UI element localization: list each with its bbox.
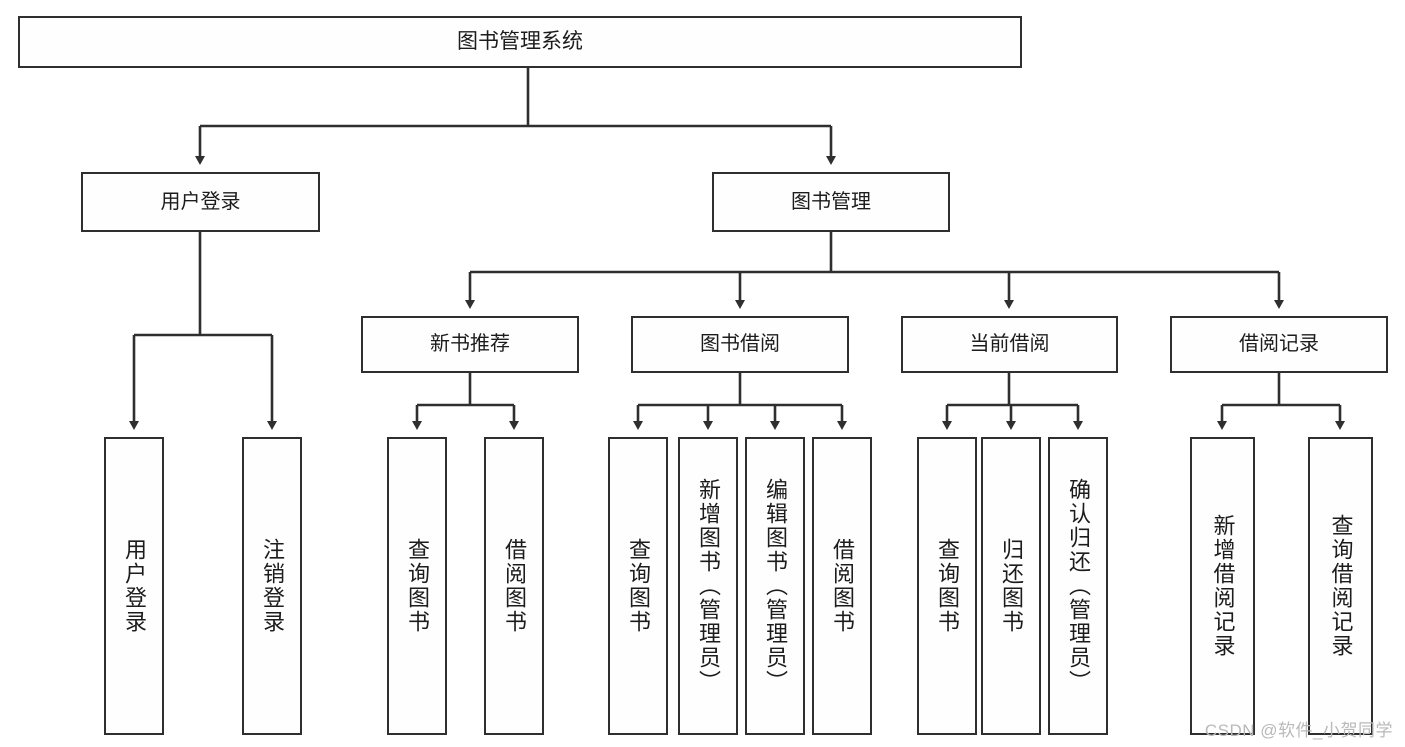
leaf-confirm-return-admin[interactable]: 确认归还（管理员） (1048, 437, 1108, 735)
node-root[interactable]: 图书管理系统 (18, 16, 1022, 68)
leaf-add-borrow-record-label: 新增借阅记录 (1210, 514, 1236, 658)
leaf-add-book-admin[interactable]: 新增图书（管理员） (678, 437, 738, 735)
leaf-query-borrow-record[interactable]: 查询借阅记录 (1308, 437, 1373, 735)
leaf-borrow-book-recommend[interactable]: 借阅图书 (484, 437, 544, 735)
leaf-add-borrow-record[interactable]: 新增借阅记录 (1190, 437, 1255, 735)
leaf-edit-book-admin[interactable]: 编辑图书（管理员） (745, 437, 805, 735)
node-book-borrow-label: 图书借阅 (700, 333, 780, 355)
leaf-return-book-label: 归还图书 (999, 538, 1024, 634)
node-user-login-label: 用户登录 (160, 190, 241, 213)
node-borrow-records-label: 借阅记录 (1239, 333, 1319, 355)
leaf-query-book-borrow-label: 查询图书 (626, 538, 651, 634)
node-new-book-recommend[interactable]: 新书推荐 (361, 316, 579, 373)
leaf-logout[interactable]: 注销登录 (242, 437, 302, 735)
leaf-query-borrow-record-label: 查询借阅记录 (1328, 514, 1354, 658)
leaf-borrow-book-label: 借阅图书 (830, 538, 855, 634)
leaf-query-book-recommend[interactable]: 查询图书 (387, 437, 447, 735)
leaf-user-login[interactable]: 用户登录 (104, 437, 164, 735)
leaf-confirm-return-admin-label: 确认归还（管理员） (1066, 478, 1091, 694)
leaf-borrow-book-recommend-label: 借阅图书 (502, 538, 527, 634)
leaf-logout-label: 注销登录 (260, 538, 285, 634)
leaf-add-book-admin-label: 新增图书（管理员） (696, 478, 721, 694)
node-current-borrow-label: 当前借阅 (969, 333, 1050, 355)
node-book-borrow[interactable]: 图书借阅 (631, 316, 849, 373)
node-new-book-recommend-label: 新书推荐 (430, 333, 510, 355)
leaf-query-book-recommend-label: 查询图书 (405, 538, 430, 634)
node-root-label: 图书管理系统 (457, 29, 583, 53)
node-borrow-records[interactable]: 借阅记录 (1170, 316, 1388, 373)
leaf-query-book-borrow[interactable]: 查询图书 (608, 437, 668, 735)
node-book-management-label: 图书管理 (791, 190, 871, 213)
leaf-query-book-current[interactable]: 查询图书 (917, 437, 977, 735)
node-current-borrow[interactable]: 当前借阅 (901, 316, 1118, 373)
leaf-query-book-current-label: 查询图书 (935, 538, 960, 634)
leaf-user-login-label: 用户登录 (122, 538, 147, 634)
leaf-return-book[interactable]: 归还图书 (981, 437, 1041, 735)
node-book-management[interactable]: 图书管理 (712, 172, 950, 232)
node-user-login[interactable]: 用户登录 (81, 172, 320, 232)
leaf-borrow-book[interactable]: 借阅图书 (812, 437, 872, 735)
leaf-edit-book-admin-label: 编辑图书（管理员） (763, 478, 788, 694)
watermark: CSDN @软件_小贺同学 (1204, 721, 1393, 740)
